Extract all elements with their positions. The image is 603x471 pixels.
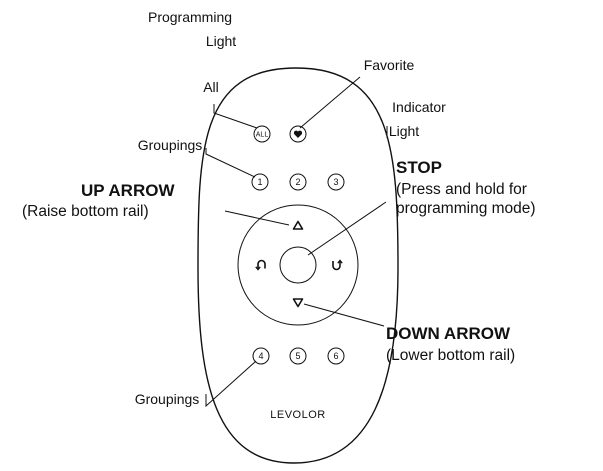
leader-stop <box>307 201 387 256</box>
svg-text:4: 4 <box>258 351 263 361</box>
leader-groupings-top <box>205 148 256 178</box>
label-down-arrow-desc: (Lower bottom rail) <box>386 347 515 364</box>
up-arrow-button[interactable] <box>292 220 304 230</box>
group-button-1[interactable]: 1 <box>251 173 269 191</box>
leader-down-arrow <box>303 303 385 327</box>
down-arrow-button[interactable] <box>292 298 304 308</box>
group-button-4[interactable]: 4 <box>252 347 270 365</box>
label-up-arrow-title: UP ARROW <box>81 181 175 200</box>
all-button[interactable]: ALL <box>253 125 271 143</box>
group-button-2[interactable]: 2 <box>289 173 307 191</box>
brand-logo: LEVOLOR <box>270 409 325 421</box>
rotate-right-arrowhead <box>337 259 343 264</box>
stop-button[interactable] <box>279 246 317 284</box>
label-favorite: Favorite <box>364 57 415 73</box>
group-button-5[interactable]: 5 <box>289 347 307 365</box>
label-programming-light-1: Programming <box>148 9 232 25</box>
group-button-3[interactable]: 3 <box>327 173 345 191</box>
svg-text:2: 2 <box>295 177 300 187</box>
svg-text:5: 5 <box>295 351 300 361</box>
leader-lines <box>205 76 388 408</box>
label-stop-desc-1: (Press and hold for <box>396 181 527 198</box>
leader-all <box>213 104 258 129</box>
label-down-arrow-title: DOWN ARROW <box>386 324 511 343</box>
leader-favorite <box>299 76 361 129</box>
svg-text:6: 6 <box>333 351 338 361</box>
favorite-button[interactable] <box>289 125 307 143</box>
label-all: All <box>203 79 219 95</box>
rotate-left-arrowhead <box>255 266 261 271</box>
heart-icon <box>293 130 303 138</box>
label-stop-title: STOP <box>396 158 442 177</box>
label-stop-desc-2: programming mode) <box>396 200 536 217</box>
group-button-6[interactable]: 6 <box>327 347 345 365</box>
label-groupings-top: Groupings <box>138 137 203 153</box>
leader-up-arrow <box>224 210 290 226</box>
svg-text:1: 1 <box>257 177 262 187</box>
leader-groupings-bottom <box>205 360 257 408</box>
label-up-arrow-desc: (Raise bottom rail) <box>22 203 149 220</box>
label-indicator-light-2: Light <box>389 123 419 139</box>
label-groupings-bottom: Groupings <box>135 391 200 407</box>
svg-text:3: 3 <box>333 177 338 187</box>
svg-text:ALL: ALL <box>256 132 269 139</box>
rotate-left-icon[interactable] <box>257 259 266 269</box>
rotate-right-icon[interactable] <box>332 261 341 271</box>
label-programming-light-2: Light <box>206 33 236 49</box>
label-indicator-light-1: Indicator <box>392 99 446 115</box>
